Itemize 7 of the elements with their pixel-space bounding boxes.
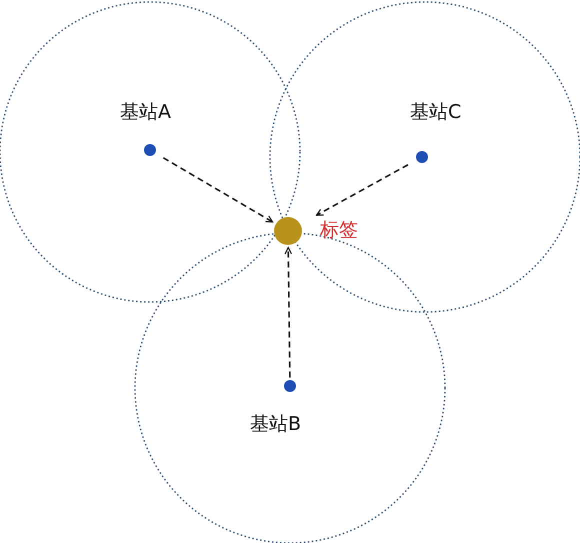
arrow — [162, 157, 274, 223]
arrow — [316, 164, 408, 216]
station-label: 基站B — [250, 412, 302, 436]
tag-label: 标签 — [320, 218, 358, 242]
arrow — [284, 246, 292, 378]
station-label: 基站C — [410, 100, 462, 124]
station-label: 基站A — [120, 100, 171, 124]
